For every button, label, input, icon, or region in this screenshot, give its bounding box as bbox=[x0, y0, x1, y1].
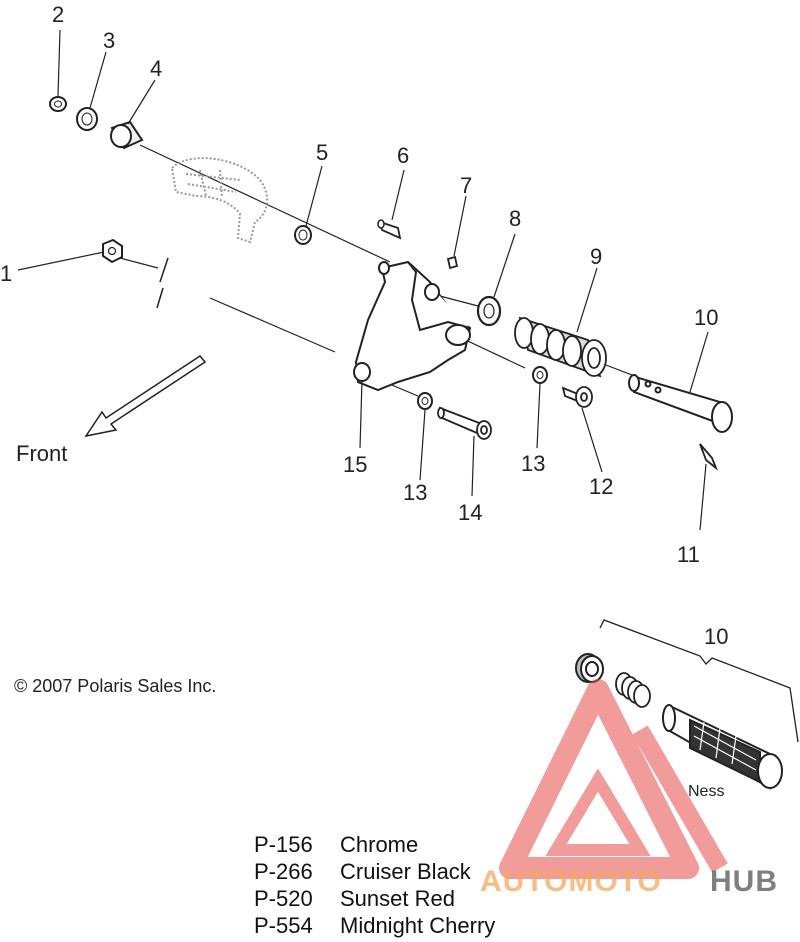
legend-color-name: Sunset Red bbox=[340, 886, 455, 911]
part-8-washer bbox=[476, 295, 502, 327]
callout-1: 1 bbox=[0, 261, 12, 286]
callout-9: 9 bbox=[590, 244, 602, 269]
kit-10-bracket bbox=[599, 619, 799, 743]
callout-14: 14 bbox=[458, 500, 482, 525]
callout-7: 7 bbox=[460, 173, 472, 198]
callout-15: 15 bbox=[343, 452, 367, 477]
callout-10-kit: 10 bbox=[704, 624, 728, 649]
part-5-o-ring bbox=[294, 225, 312, 245]
part-2-retaining-ring bbox=[49, 96, 67, 112]
part-6-pin bbox=[377, 219, 402, 240]
part-13-washer-left bbox=[417, 392, 433, 410]
leader-lines bbox=[17, 29, 709, 531]
legend-color-name: Midnight Cherry bbox=[340, 913, 496, 938]
part-11-cotter-pin bbox=[699, 443, 719, 471]
callout-2: 2 bbox=[52, 2, 64, 27]
front-label: Front bbox=[16, 441, 67, 466]
part-4-bushing bbox=[110, 120, 144, 150]
callout-6: 6 bbox=[397, 143, 409, 168]
part-1-nut bbox=[102, 238, 123, 264]
kit-footpeg bbox=[662, 704, 783, 790]
legend-color-name: Chrome bbox=[340, 832, 419, 857]
part-10-clevis-pin bbox=[628, 374, 733, 433]
watermark-text-automoto: AUTOMOTO bbox=[480, 865, 662, 898]
callout-8: 8 bbox=[509, 206, 521, 231]
callout-4: 4 bbox=[150, 56, 162, 81]
legend-code: P-156 bbox=[254, 832, 313, 857]
watermark-logo bbox=[499, 679, 728, 879]
callout-3: 3 bbox=[103, 28, 115, 53]
part-9-spring bbox=[514, 316, 607, 378]
inset-brand: Ness bbox=[688, 783, 724, 800]
part-3-washer bbox=[76, 107, 98, 131]
callout-10: 10 bbox=[694, 305, 718, 330]
legend-row: P-554 Midnight Cherry bbox=[254, 912, 495, 939]
legend-row: P-156 Chrome bbox=[254, 831, 495, 858]
front-arrow-icon bbox=[84, 355, 207, 438]
kit-cap bbox=[575, 653, 604, 683]
copyright-notice: © 2007 Polaris Sales Inc. bbox=[14, 676, 217, 696]
legend-code: P-554 bbox=[254, 913, 313, 938]
part-15-bracket bbox=[353, 260, 472, 392]
callout-13-left: 13 bbox=[403, 480, 427, 505]
legend-row: P-266 Cruiser Black bbox=[254, 858, 495, 885]
legend-code: P-266 bbox=[254, 859, 313, 884]
part-7-clip bbox=[446, 255, 459, 270]
callout-5: 5 bbox=[316, 140, 328, 165]
frame-ghost bbox=[170, 157, 269, 244]
legend-code: P-520 bbox=[254, 886, 313, 911]
callout-11: 11 bbox=[677, 542, 700, 567]
break-marks bbox=[156, 257, 169, 309]
color-legend: P-156 Chrome P-266 Cruiser Black P-520 Suns… bbox=[254, 831, 495, 939]
watermark-text-hub: HUB bbox=[710, 865, 778, 898]
callout-13-right: 13 bbox=[521, 451, 545, 476]
callout-12: 12 bbox=[589, 474, 613, 499]
part-12-bolt bbox=[561, 386, 593, 408]
kit-spring bbox=[615, 672, 651, 708]
part-13-washer-right bbox=[532, 366, 548, 384]
part-14-bolt bbox=[437, 406, 492, 440]
legend-row: P-520 Sunset Red bbox=[254, 885, 495, 912]
legend-color-name: Cruiser Black bbox=[340, 859, 471, 884]
